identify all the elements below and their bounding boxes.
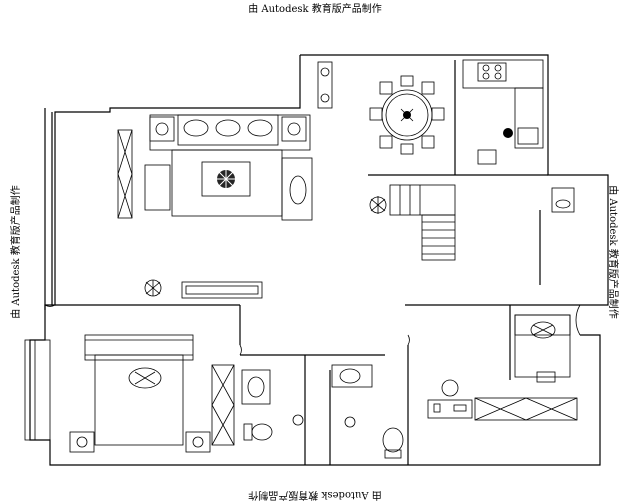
- coffee-table: [201, 161, 251, 197]
- bathroom-right: [331, 364, 404, 459]
- outer-walls: [24, 54, 609, 466]
- interior-walls: [55, 60, 580, 465]
- watermark-top: 由 Autodesk 教育版产品制作: [248, 4, 382, 15]
- sofa-set: [144, 114, 313, 221]
- second-bedroom: [427, 314, 578, 421]
- master-bedroom: [69, 334, 235, 453]
- bathroom-left: [241, 369, 304, 441]
- washer: [551, 187, 575, 213]
- plant-stairs: [369, 196, 387, 214]
- kitchen: [462, 59, 544, 165]
- doors: [44, 304, 581, 356]
- plant-left: [144, 279, 162, 297]
- dining-area: [317, 61, 445, 155]
- console-table: [181, 281, 263, 299]
- tv-cabinet: [117, 129, 133, 219]
- staircase: [389, 184, 456, 261]
